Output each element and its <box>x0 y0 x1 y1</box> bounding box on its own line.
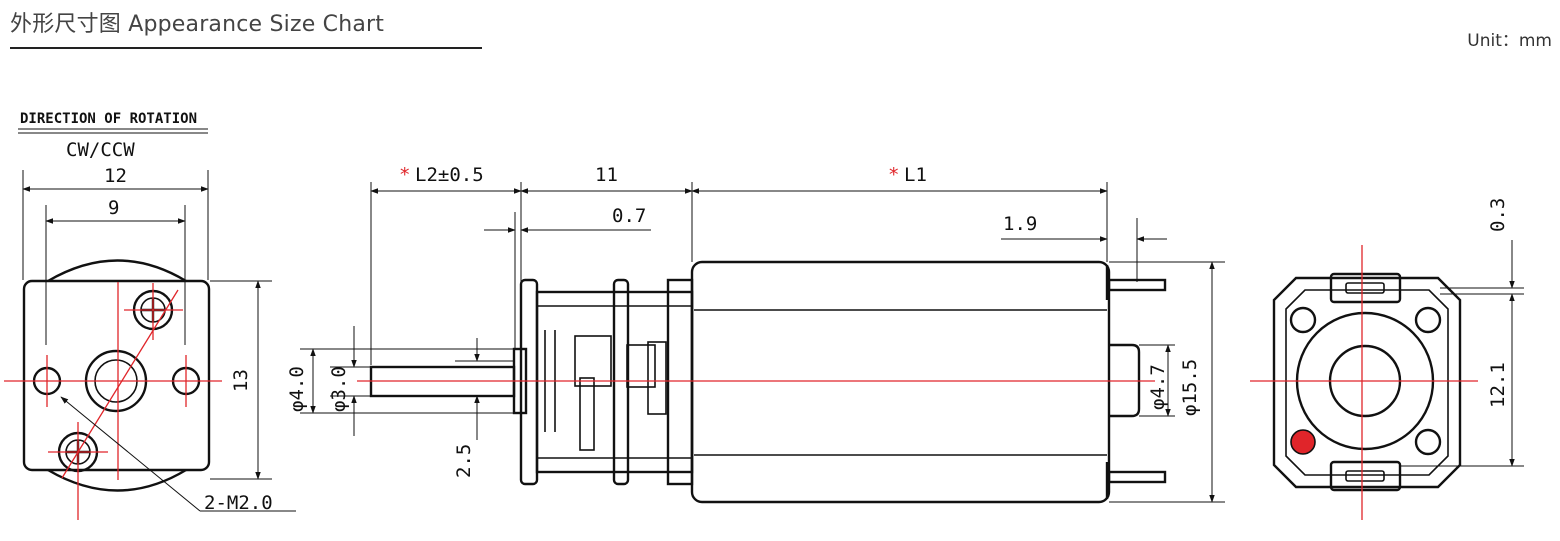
front-height-label: 13 <box>230 369 252 392</box>
flange-label: 0.7 <box>612 205 646 227</box>
rotation-value: CW/CCW <box>66 139 135 161</box>
l1-label: L1 <box>904 164 927 186</box>
front-width-label: 12 <box>104 165 127 187</box>
gearbox-length-label: 11 <box>595 164 618 186</box>
shaft-dia-label: φ3.0 <box>328 366 350 412</box>
unit-label: Unit：mm <box>1467 31 1552 51</box>
screw-holes-label: 2-M2.0 <box>204 492 273 514</box>
front-hole-spacing-label: 9 <box>108 197 119 219</box>
polarity-dot-icon <box>1290 429 1316 455</box>
motor-dia-label: φ15.5 <box>1179 359 1201 416</box>
side-view: * L2±0.5 11 * L1 0.7 1.9 <box>286 164 1225 504</box>
rear-height-label: 12.1 <box>1487 362 1509 408</box>
shaft-dia-outer-label: φ4.0 <box>286 366 308 412</box>
boss-dia-label: φ4.7 <box>1147 364 1169 410</box>
page-title: 外形尺寸图 Appearance Size Chart <box>10 12 385 37</box>
l2-label: L2±0.5 <box>415 164 484 186</box>
l2-star: * <box>399 164 410 186</box>
rotation-heading: DIRECTION OF ROTATION <box>20 111 197 127</box>
terminal-offset-label: 1.9 <box>1003 213 1037 235</box>
l1-star: * <box>888 164 899 186</box>
title-underline <box>10 47 482 49</box>
shaft-flat-label: 2.5 <box>453 444 475 478</box>
rear-view: 0.3 12.1 <box>1250 198 1524 520</box>
front-view: DIRECTION OF ROTATION CW/CCW 12 9 13 <box>4 111 296 520</box>
rear-offset-label: 0.3 <box>1487 198 1509 232</box>
